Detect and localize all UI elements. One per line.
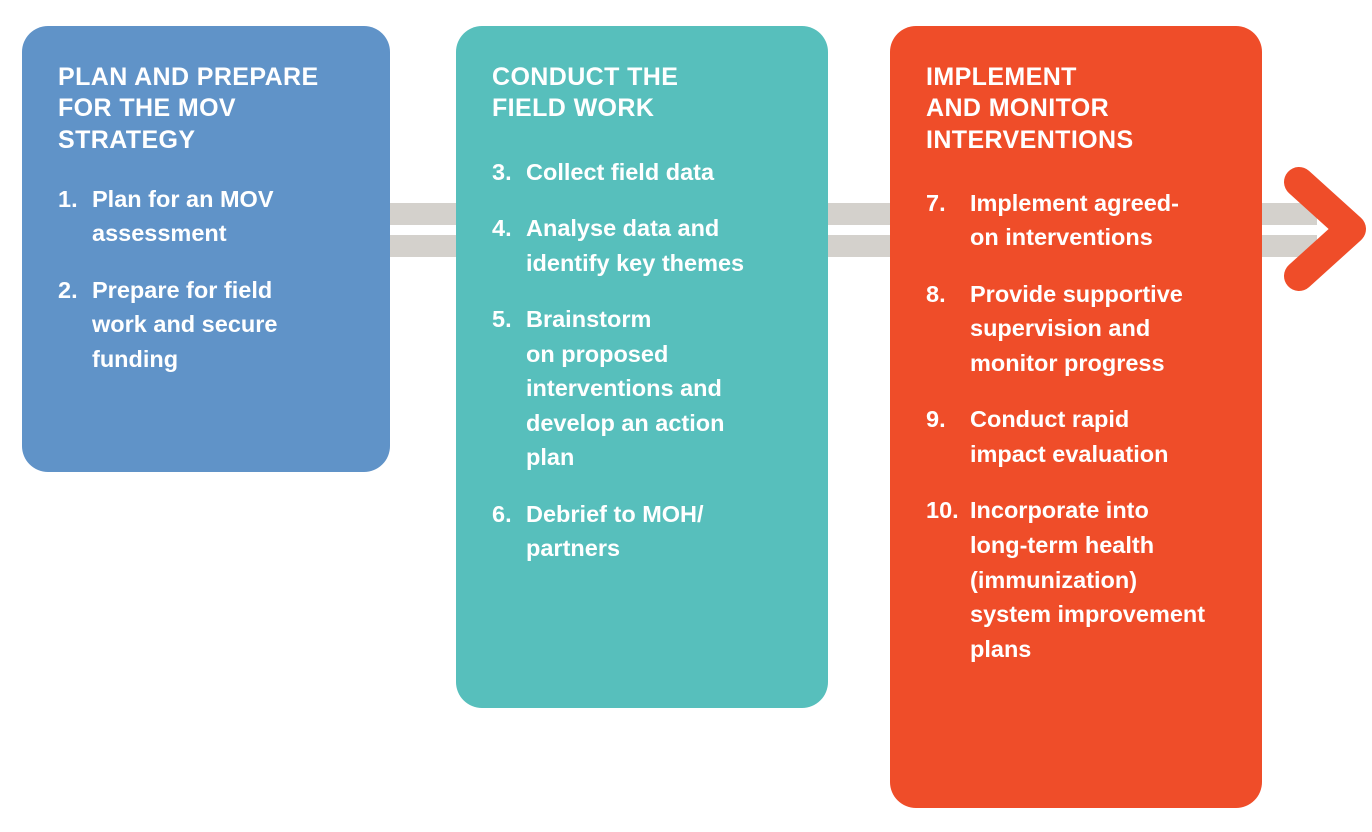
step-number: 6. (492, 500, 512, 527)
step-text: Plan for an MOV assessment (92, 185, 274, 247)
connector-bar-2-top (820, 203, 902, 225)
step-item[interactable]: 4. Analyse data and identify key themes (492, 211, 798, 280)
step-item[interactable]: 6. Debrief to MOH/ partners (492, 497, 798, 566)
step-text: Conduct rapid impact evaluation (970, 406, 1169, 467)
phase-card-plan-and-prepare[interactable]: PLAN AND PREPARE FOR THE MOV STRATEGY 1.… (22, 26, 390, 472)
step-item[interactable]: 10. Incorporate into long-term health (i… (926, 493, 1232, 666)
step-number: 5. (492, 306, 512, 333)
step-item[interactable]: 2. Prepare for field work and secure fun… (58, 273, 360, 377)
phase-step-list: 3. Collect field data 4. Analyse data an… (492, 155, 798, 566)
step-text: Analyse data and identify key themes (526, 215, 745, 276)
phase-step-list: 1. Plan for an MOV assessment 2. Prepare… (58, 182, 360, 377)
step-item[interactable]: 7. Implement agreed- on interventions (926, 186, 1232, 255)
phase-title: IMPLEMENT AND MONITOR INTERVENTIONS (926, 63, 1134, 154)
flow-arrow-icon (1284, 167, 1366, 291)
phase-step-list: 7. Implement agreed- on interventions 8.… (926, 186, 1232, 666)
step-number: 4. (492, 215, 512, 242)
step-number: 7. (926, 189, 946, 216)
step-text: Brainstorm on proposed interventions and… (526, 306, 725, 471)
step-text: Prepare for field work and secure fundin… (92, 276, 278, 372)
phase-title: PLAN AND PREPARE FOR THE MOV STRATEGY (58, 63, 319, 154)
phase-card-implement-and-monitor[interactable]: IMPLEMENT AND MONITOR INTERVENTIONS 7. I… (890, 26, 1262, 808)
step-text: Incorporate into long-term health (immun… (970, 497, 1206, 662)
step-item[interactable]: 3. Collect field data (492, 155, 798, 190)
step-number: 9. (926, 406, 946, 433)
step-text: Implement agreed- on interventions (970, 189, 1179, 251)
step-text: Collect field data (526, 158, 715, 185)
step-text: Provide supportive supervision and monit… (970, 280, 1183, 376)
phase-title: CONDUCT THE FIELD WORK (492, 63, 679, 123)
step-number: 2. (58, 276, 78, 303)
step-item[interactable]: 1. Plan for an MOV assessment (58, 182, 360, 251)
step-number: 10. (926, 497, 959, 524)
step-item[interactable]: 8. Provide supportive supervision and mo… (926, 277, 1232, 381)
step-number: 3. (492, 158, 512, 185)
phase-card-conduct-field-work[interactable]: CONDUCT THE FIELD WORK 3. Collect field … (456, 26, 828, 708)
step-number: 1. (58, 185, 78, 212)
connector-bar-1-bottom (386, 235, 468, 257)
connector-bar-1-top (386, 203, 468, 225)
step-item[interactable]: 5. Brainstorm on proposed interventions … (492, 302, 798, 475)
step-item[interactable]: 9. Conduct rapid impact evaluation (926, 402, 1232, 471)
connector-bar-3-bottom (1255, 235, 1317, 257)
step-number: 8. (926, 280, 946, 307)
connector-bar-2-bottom (820, 235, 902, 257)
step-text: Debrief to MOH/ partners (526, 500, 704, 562)
connector-bar-3-top (1255, 203, 1317, 225)
